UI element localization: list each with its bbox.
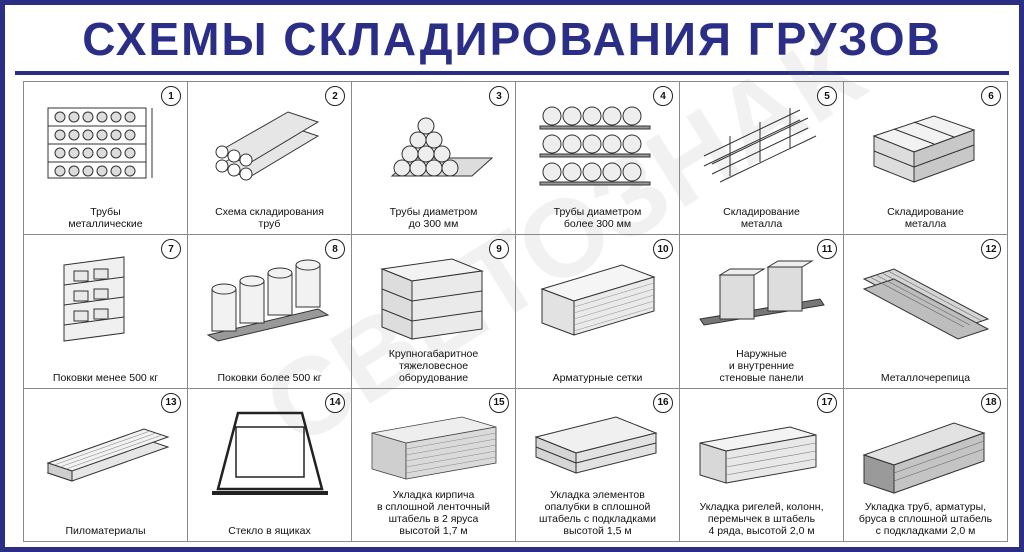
panel-number: 14 <box>325 392 345 413</box>
panel-14: 14 Стекло в ящиках <box>188 388 352 542</box>
panel-caption: Металлочерепица <box>880 371 971 384</box>
panel-number: 13 <box>161 392 181 413</box>
panel-caption: Трубы диаметром более 300 мм <box>553 206 642 231</box>
panel-caption: Укладка труб, арматуры, бруса в сплошной… <box>858 500 993 537</box>
rebar-mesh-stack-icon <box>540 264 656 337</box>
panel-number: 10 <box>653 239 673 260</box>
panel-10: 10 Арматурные сетки <box>516 235 680 389</box>
panel-number: 17 <box>817 392 837 413</box>
title-divider <box>15 71 1009 75</box>
panel-5: 5 Складирование металла <box>680 82 844 236</box>
wall-panels-icon <box>699 260 825 326</box>
small-pipes-pyramid-icon <box>390 117 494 177</box>
panel-caption: Схема складирования труб <box>215 206 324 231</box>
panel-number: 15 <box>489 392 509 413</box>
poster-title: СХЕМЫ СКЛАДИРОВАНИЯ ГРУЗОВ <box>82 13 942 65</box>
pipe-stack-icon <box>215 111 320 181</box>
panel-2: 2 Схема складирования труб <box>188 82 352 236</box>
panel-caption: Трубы диаметром до 300 мм <box>389 206 478 231</box>
schemes-grid: 1 Трубы металлические <box>23 81 1008 542</box>
panel-9: 9 Крупногабаритное тяжеловесное оборудов… <box>352 235 516 389</box>
panel-caption: Пиломатериалы <box>65 524 146 537</box>
panel-number: 1 <box>161 86 181 106</box>
metal-sheets-stack-icon <box>872 115 976 183</box>
panel-number: 11 <box>817 239 837 260</box>
beams-columns-stack-icon <box>699 426 817 484</box>
panel-13: 13 Пиломатериалы <box>24 388 188 542</box>
metal-beams-icon <box>703 108 817 183</box>
panel-caption: Крупногабаритное тяжеловесное оборудован… <box>388 347 479 384</box>
brick-stack-icon <box>371 416 497 480</box>
panel-number: 16 <box>653 392 673 413</box>
panel-caption: Складирование металла <box>887 206 964 231</box>
panel-caption: Складирование металла <box>723 206 800 231</box>
crated-equipment-icon <box>380 258 484 341</box>
panel-17: 17 Укладка ригелей, колонн, перемычек в … <box>680 388 844 542</box>
panel-6: 6 Складирование металла <box>844 82 1008 236</box>
panel-4: 4 Трубы диаметром более 300 мм <box>516 82 680 236</box>
panel-number: 7 <box>161 239 181 260</box>
large-forgings-cylinders-icon <box>206 259 330 342</box>
panel-number: 9 <box>489 239 509 260</box>
forgings-rack-icon <box>63 256 125 342</box>
panel-3: 3 Трубы диаметром до 300 мм <box>352 82 516 236</box>
panel-number: 3 <box>489 86 509 106</box>
pipes-rebar-timber-stack-icon <box>862 422 986 494</box>
panel-number: 6 <box>981 86 1001 106</box>
panel-number: 18 <box>981 392 1001 413</box>
panel-number: 5 <box>817 86 837 106</box>
metal-pipes-rack-icon <box>47 107 153 179</box>
glass-crate-icon <box>212 411 328 495</box>
panel-15: 15 Укладка кирпича в сплошной ленточный … <box>352 388 516 542</box>
panel-caption: Арматурные сетки <box>552 371 643 384</box>
panel-1: 1 Трубы металлические <box>24 82 188 236</box>
panel-number: 4 <box>653 86 673 106</box>
panel-caption: Укладка кирпича в сплошной ленточный шта… <box>376 488 491 537</box>
panel-8: 8 Поковки более 500 кг <box>188 235 352 389</box>
panel-number: 8 <box>325 239 345 260</box>
panel-16: 16 Укладка элементов опалубки в сплошной… <box>516 388 680 542</box>
formwork-stack-icon <box>534 416 658 474</box>
panel-caption: Наружные и внутренние стеновые панели <box>719 347 804 384</box>
panel-caption: Поковки менее 500 кг <box>52 371 159 384</box>
large-pipes-tiers-icon <box>539 106 651 186</box>
panel-number: 2 <box>325 86 345 106</box>
panel-caption: Укладка ригелей, колонн, перемычек в шта… <box>699 500 824 537</box>
panel-caption: Трубы металлические <box>68 206 143 231</box>
panel-caption: Укладка элементов опалубки в сплошной шт… <box>539 488 656 537</box>
panel-7: 7 Поковки менее 500 кг <box>24 235 188 389</box>
panel-18: 18 Укладка труб, арматуры, бруса в сплош… <box>844 388 1008 542</box>
panel-caption: Стекло в ящиках <box>228 524 311 537</box>
panel-number: 12 <box>981 239 1001 260</box>
metal-roof-tiles-icon <box>862 268 990 340</box>
panel-11: 11 Наружные и внутренние стеновые панели <box>680 235 844 389</box>
panel-12: 12 Металлочерепица <box>844 235 1008 389</box>
lumber-stack-icon <box>46 428 170 482</box>
panel-caption: Поковки более 500 кг <box>217 371 322 384</box>
